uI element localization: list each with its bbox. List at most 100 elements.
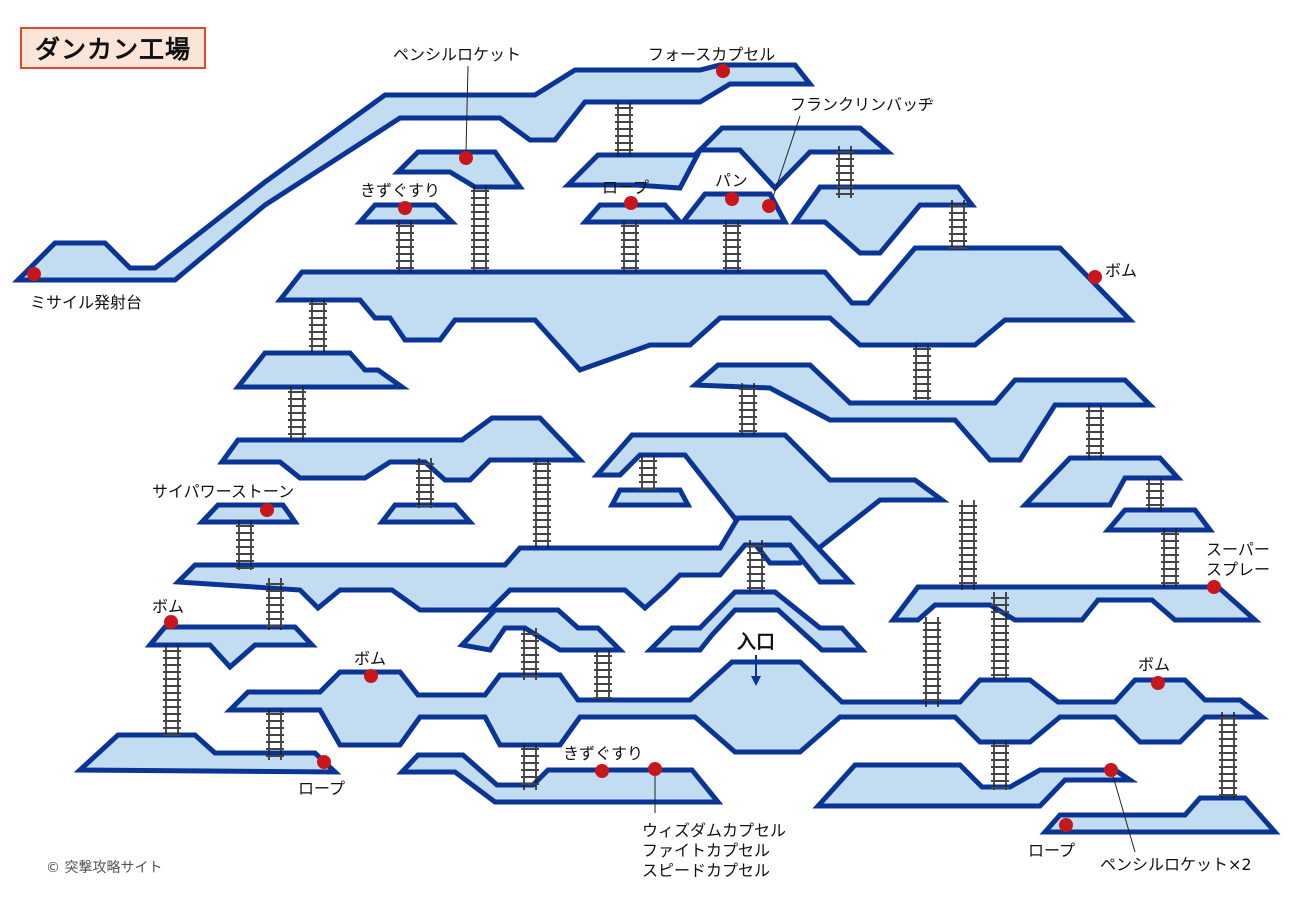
item-label-line: ボム xyxy=(354,649,386,668)
ladder xyxy=(959,500,977,590)
item-label: きずぐすり xyxy=(360,181,440,200)
item-label-line: サイパワーストーン xyxy=(152,482,294,501)
item-marker[interactable] xyxy=(725,192,739,206)
item-label-line: ファイトカプセル xyxy=(642,841,770,860)
platform xyxy=(591,432,950,566)
ladder xyxy=(739,383,757,435)
item-marker[interactable] xyxy=(716,64,730,78)
platform xyxy=(1102,507,1215,533)
platform xyxy=(223,659,1270,755)
item-label: ウィズダムカプセルファイトカプセルスピードカプセル xyxy=(642,821,786,880)
item-label: ペンシルロケット xyxy=(393,45,521,64)
ladder xyxy=(521,628,539,680)
ladder xyxy=(266,578,284,630)
ladder xyxy=(266,708,284,760)
platform xyxy=(607,487,693,508)
map-title: ダンカン工場 xyxy=(34,35,191,64)
platform xyxy=(196,502,300,525)
item-label-line: ロープ xyxy=(1028,841,1075,860)
leader-line xyxy=(1112,775,1136,853)
item-label: フォースカプセル xyxy=(648,45,775,64)
platform xyxy=(217,415,586,483)
arrow-down-icon xyxy=(751,676,761,686)
ladder xyxy=(288,386,306,440)
platform xyxy=(579,202,686,225)
item-marker[interactable] xyxy=(624,196,638,210)
leader-line xyxy=(465,65,469,153)
item-marker[interactable] xyxy=(260,503,274,517)
item-marker[interactable] xyxy=(1088,270,1102,284)
ladder-layer xyxy=(163,102,1237,800)
item-label-line: パン xyxy=(715,171,748,190)
item-marker[interactable] xyxy=(317,755,331,769)
item-label-line: ロープ xyxy=(602,178,649,197)
item-marker[interactable] xyxy=(762,199,776,213)
item-marker[interactable] xyxy=(398,201,412,215)
item-label-line: フォースカプセル xyxy=(648,45,775,64)
item-label: ボム xyxy=(354,649,386,668)
item-marker[interactable] xyxy=(1104,763,1118,777)
item-label: ボム xyxy=(1105,261,1137,280)
item-label-line: ペンシルロケット xyxy=(393,45,521,64)
item-marker[interactable] xyxy=(1151,676,1165,690)
item-label: ペンシルロケット×2 xyxy=(1100,855,1252,874)
item-label: ボム xyxy=(152,597,184,616)
ladder xyxy=(1219,712,1237,800)
platform xyxy=(144,624,318,671)
item-marker[interactable] xyxy=(648,762,662,776)
item-marker[interactable] xyxy=(164,615,178,629)
ladder xyxy=(1161,528,1179,588)
item-label: ボム xyxy=(1138,655,1170,674)
item-label-line: ペンシルロケット×2 xyxy=(1100,855,1252,874)
platform xyxy=(677,191,790,225)
item-label: フランクリンバッヂ xyxy=(790,95,934,114)
ladder xyxy=(1146,478,1164,512)
ladder xyxy=(309,298,327,352)
item-marker[interactable] xyxy=(364,669,378,683)
ladder xyxy=(615,102,633,157)
item-marker[interactable] xyxy=(27,267,41,281)
copyright-text: © 突撃攻略サイト xyxy=(46,860,163,876)
item-label: ロープ xyxy=(298,779,345,798)
platform xyxy=(457,607,627,653)
ladder xyxy=(471,185,489,273)
item-label-line: きずぐすり xyxy=(563,744,643,763)
ladder xyxy=(163,645,181,737)
platform xyxy=(391,149,525,190)
platform xyxy=(812,762,1139,809)
ladder xyxy=(723,220,741,273)
item-label-line: ボム xyxy=(1138,655,1170,674)
ladder xyxy=(747,540,765,592)
platform xyxy=(232,350,410,390)
ladder xyxy=(416,458,434,508)
item-label-line: スーパー xyxy=(1206,540,1270,559)
item-label-line: ボム xyxy=(1105,261,1137,280)
platform xyxy=(790,184,978,256)
item-label-line: ロープ xyxy=(298,779,345,798)
platform xyxy=(1019,455,1184,508)
item-marker[interactable] xyxy=(595,764,609,778)
item-marker[interactable] xyxy=(459,151,473,165)
item-label: きずぐすり xyxy=(563,744,643,763)
platform xyxy=(561,125,895,192)
item-label-line: きずぐすり xyxy=(360,181,440,200)
platform xyxy=(688,362,1157,463)
item-marker-layer xyxy=(27,64,1221,832)
ladder xyxy=(396,220,414,273)
platform xyxy=(1039,795,1281,835)
ladder xyxy=(991,592,1009,680)
leader-line xyxy=(771,115,801,201)
item-label-line: ウィズダムカプセル xyxy=(642,821,786,840)
ladder xyxy=(836,146,854,198)
ladder xyxy=(594,650,612,700)
platform xyxy=(274,245,1136,373)
item-marker[interactable] xyxy=(1059,818,1073,832)
ladder xyxy=(521,743,539,790)
item-marker[interactable] xyxy=(1207,580,1221,594)
item-label-line: スプレー xyxy=(1206,560,1270,579)
item-label-line: フランクリンバッヂ xyxy=(790,95,934,114)
platform xyxy=(643,589,868,653)
platform xyxy=(172,515,856,613)
entrance-label: 入口 xyxy=(737,631,775,653)
